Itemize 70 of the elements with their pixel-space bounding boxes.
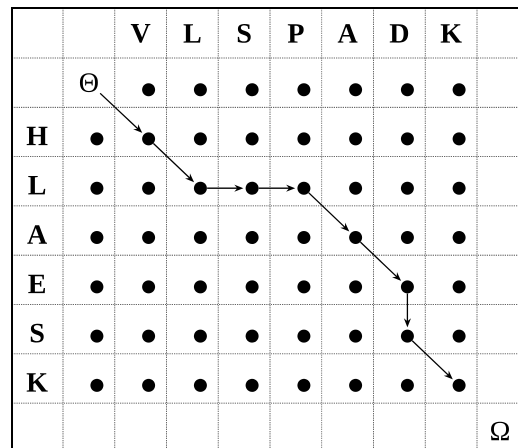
dot [194,378,207,392]
row-letter: H [26,126,48,146]
dot [246,378,259,392]
dot [400,132,414,146]
dot [452,182,466,195]
header-letter: K [440,24,462,43]
dot [400,231,414,244]
dot [349,83,362,96]
dot [297,280,310,294]
dot [194,280,207,294]
start-symbol: Θ [80,73,98,92]
dot [297,378,310,392]
dot [297,83,310,96]
row-letter: K [26,373,48,392]
dot [297,330,310,343]
dot [90,330,104,343]
dot [452,378,466,392]
header-letter: S [238,24,251,43]
dot [90,231,104,244]
dot [142,182,156,195]
dot [349,231,362,244]
dot [400,83,414,96]
dot [349,182,362,195]
dot [142,132,156,146]
dot [400,378,414,392]
dot [90,378,104,392]
dot [194,182,207,195]
dot [297,182,310,195]
header-letter: D [390,24,408,43]
dot [194,330,207,343]
dot [142,378,156,392]
row-letter: L [28,176,46,194]
header-letter: L [184,24,201,43]
header-letter: P [288,24,304,43]
dot [452,330,466,343]
row-letter: S [30,324,44,342]
dot [246,132,259,146]
dot [349,280,362,294]
header-letter: A [338,24,358,43]
dot [246,83,259,96]
dot [194,83,207,96]
dot [400,182,414,195]
dot [297,231,310,244]
dot [297,132,310,146]
dot [452,132,466,146]
dot [349,132,362,146]
dot [194,132,207,146]
dot [142,280,156,294]
header-letter: V [130,24,150,43]
dot [142,83,156,96]
dot [194,231,207,244]
dot [246,280,259,294]
dot [349,330,362,343]
row-letter: E [28,274,45,294]
dot [400,330,414,343]
row-letter: A [27,225,47,244]
dot [452,231,466,244]
dot [142,231,156,244]
dot [90,132,104,146]
dot [246,231,259,244]
dot [246,330,259,343]
omega-symbol: Ω [491,422,509,440]
dot [452,280,466,294]
dot [142,330,156,343]
dot [349,378,362,392]
dot [90,182,104,195]
dot [246,182,259,195]
dot [90,280,104,294]
dot [452,83,466,96]
dot [400,280,414,294]
